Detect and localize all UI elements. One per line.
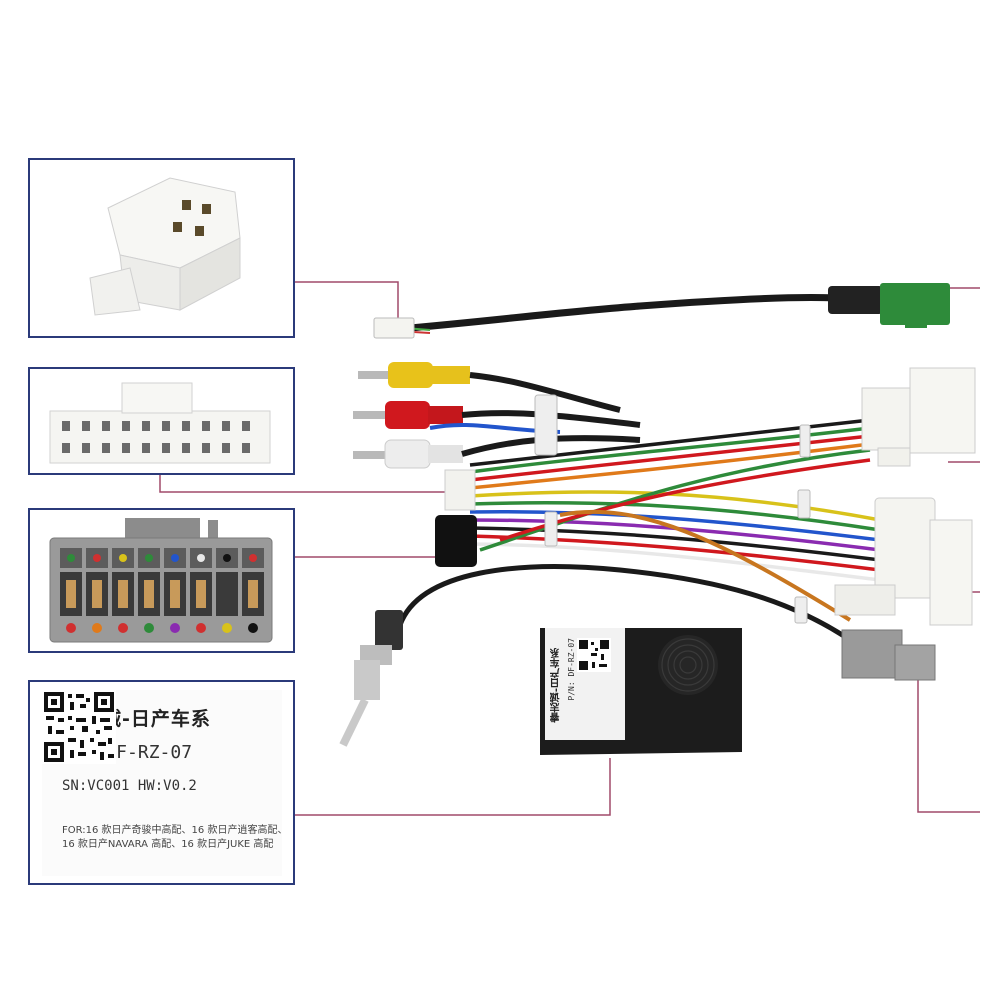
small-white-plug (373, 317, 415, 339)
decoder-label-part-number: P/N: DF-RZ-07 (567, 638, 576, 701)
decoder-label-title: 睿志诚-日产车系 (551, 648, 562, 723)
antenna-cable (397, 564, 852, 643)
cable-ties (534, 394, 811, 624)
leader-line-8 (917, 660, 980, 813)
white-connector-mid-right (834, 497, 973, 626)
green-connector-cable (373, 283, 950, 339)
leader-lines (159, 281, 980, 816)
panel-4pin-connector (28, 158, 295, 338)
white-connector-top-right (861, 367, 976, 467)
panel-product-label: 睿志诚-日产车系 P/N:DF-RZ-07 SN:VC001 HW:V0.2 F… (28, 680, 295, 885)
white-4pin-connector-illustration (89, 177, 241, 316)
gray-connector (841, 629, 936, 681)
decoder-box-label: 睿志诚-日产车系 P/N: DF-RZ-07 (545, 628, 625, 740)
product-label: 睿志诚-日产车系 P/N:DF-RZ-07 SN:VC001 HW:V0.2 F… (42, 690, 287, 876)
label-compatibility: FOR:16 款日产奇骏中高配、16 款日产逍客高配、16 款日产NAVARA … (62, 825, 288, 850)
harness-black-plug (435, 515, 477, 567)
label-serial-hw: SN:VC001 HW:V0.2 (62, 778, 197, 794)
rca-yellow (388, 362, 433, 388)
decoder-qr-code (577, 638, 611, 672)
wire-bundle (469, 418, 881, 582)
leader-line-4 (295, 758, 611, 816)
rca-white (384, 439, 431, 469)
rca-red (385, 401, 430, 429)
leader-line-2 (159, 475, 455, 493)
green-connector (880, 283, 950, 325)
antenna-plug (339, 610, 403, 747)
gray-16pin-connector-illustration (49, 518, 273, 643)
panel-20pin-connector (28, 367, 295, 475)
white-20pin-connector-illustration (49, 382, 271, 464)
label-qr-code (42, 690, 116, 764)
panel-16pin-iso-connector (28, 508, 295, 653)
orange-wire (559, 510, 852, 622)
black-boot (828, 286, 883, 314)
leader-line-1 (295, 281, 399, 318)
